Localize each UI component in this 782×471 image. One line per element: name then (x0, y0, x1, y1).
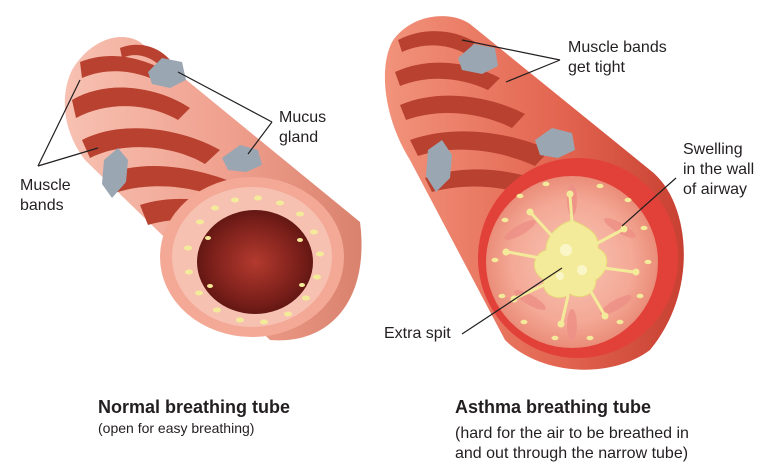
normal-caption-title: Normal breathing tube (98, 396, 290, 418)
label-swelling-line2: in the wall (683, 160, 754, 180)
normal-tube (65, 37, 362, 340)
label-muscle-bands: Muscle bands (20, 176, 71, 216)
label-muscle-bands-line2: bands (20, 196, 71, 216)
label-mucus-gland: Mucus gland (279, 108, 326, 148)
label-muscle-bands-line1: Muscle (20, 176, 71, 196)
asthma-caption-subtitle-line2: and out through the narrow tube) (455, 444, 688, 464)
asthma-caption-title: Asthma breathing tube (455, 396, 651, 418)
label-swelling-line3: of airway (683, 180, 754, 200)
label-swelling-line1: Swelling (683, 140, 754, 160)
normal-caption-subtitle: (open for easy breathing) (98, 420, 254, 437)
label-swelling: Swelling in the wall of airway (683, 140, 754, 200)
label-muscle-bands-tight: Muscle bands get tight (568, 38, 667, 78)
normal-lumen (197, 210, 313, 314)
label-mucus-gland-line2: gland (279, 128, 326, 148)
label-muscle-bands-tight-line1: Muscle bands (568, 38, 667, 58)
label-extra-spit: Extra spit (384, 324, 451, 344)
label-muscle-bands-tight-line2: get tight (568, 58, 667, 78)
label-mucus-gland-line1: Mucus (279, 108, 326, 128)
asthma-caption-subtitle-line1: (hard for the air to be breathed in (455, 424, 689, 444)
